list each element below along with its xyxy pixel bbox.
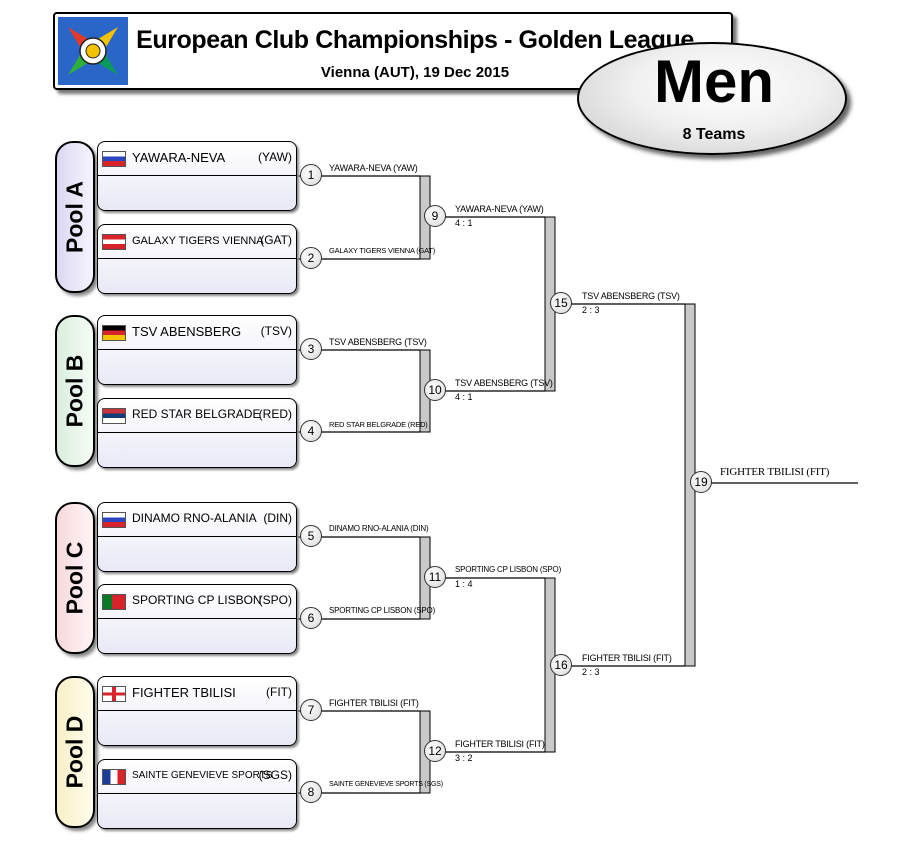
pool-a: Pool A <box>55 141 95 293</box>
flag-russia-icon <box>102 512 126 528</box>
team-code: (DIN) <box>263 511 292 525</box>
team-code: (SGS) <box>258 768 292 782</box>
match-winner: SPORTING CP LISBON (SPO) <box>455 565 562 574</box>
match-score: 4 : 1 <box>455 218 473 228</box>
match-winner: FIGHTER TBILISI (FIT) <box>582 653 672 663</box>
match-number: 19 <box>690 471 712 493</box>
category-badge: Men 8 Teams <box>577 42 847 155</box>
team-slot: SAINTE GENEVIEVE SPORTS (SGS) <box>97 759 297 829</box>
match-score: 3 : 2 <box>455 753 473 763</box>
match-label: DINAMO RNO-ALANIA (DIN) <box>329 524 429 533</box>
champion-label: FIGHTER TBILISI (FIT) <box>720 466 830 478</box>
match-label: SPORTING CP LISBON (SPO) <box>329 606 436 615</box>
team-slot: DINAMO RNO-ALANIA (DIN) <box>97 502 297 572</box>
match-number: 8 <box>300 781 322 803</box>
flag-georgia-icon <box>102 686 126 702</box>
divider <box>98 432 296 433</box>
match-number: 1 <box>300 164 322 186</box>
match-score: 2 : 3 <box>582 667 600 677</box>
match-label: RED STAR BELGRADE (RED) <box>329 420 428 429</box>
category-label: Men <box>654 48 774 115</box>
match-number: 12 <box>424 740 446 762</box>
match-score: 4 : 1 <box>455 392 473 402</box>
match-winner: YAWARA-NEVA (YAW) <box>455 204 544 214</box>
pool-label: Pool C <box>61 541 88 615</box>
team-name: YAWARA-NEVA <box>132 150 226 165</box>
team-slot: SPORTING CP LISBON (SPO) <box>97 584 297 654</box>
divider <box>98 618 296 619</box>
pool-d: Pool D <box>55 676 95 828</box>
flag-portugal-icon <box>102 594 126 610</box>
match-number: 9 <box>424 205 446 227</box>
team-code: (GAT) <box>260 233 292 247</box>
team-slot: YAWARA-NEVA (YAW) <box>97 141 297 211</box>
flag-austria-icon <box>102 234 126 250</box>
flag-france-icon <box>102 769 126 785</box>
match-number: 4 <box>300 420 322 442</box>
divider <box>98 793 296 794</box>
match-number: 6 <box>300 607 322 629</box>
team-name: SAINTE GENEVIEVE SPORTS <box>132 770 273 781</box>
team-name: DINAMO RNO-ALANIA <box>132 511 257 525</box>
match-label: TSV ABENSBERG (TSV) <box>329 337 427 347</box>
flag-russia-icon <box>102 151 126 167</box>
team-name: GALAXY TIGERS VIENNA <box>132 235 264 247</box>
match-number: 15 <box>550 292 572 314</box>
flag-germany-icon <box>102 325 126 341</box>
page-title: European Club Championships - Golden Lea… <box>136 26 694 54</box>
team-code: (YAW) <box>258 150 292 164</box>
team-slot: FIGHTER TBILISI (FIT) <box>97 676 297 746</box>
divider <box>98 536 296 537</box>
pool-b: Pool B <box>55 315 95 467</box>
match-label: GALAXY TIGERS VIENNA (GAT) <box>329 246 436 255</box>
team-slot: GALAXY TIGERS VIENNA (GAT) <box>97 224 297 294</box>
team-slot: TSV ABENSBERG (TSV) <box>97 315 297 385</box>
team-code: (TSV) <box>260 324 292 338</box>
flag-serbia-icon <box>102 408 126 424</box>
team-code: (RED) <box>258 407 292 421</box>
pool-label: Pool A <box>61 181 88 253</box>
match-label: SAINTE GENEVIEVE SPORTS (SGS) <box>329 781 443 788</box>
match-label: FIGHTER TBILISI (FIT) <box>329 698 419 708</box>
team-code: (SPO) <box>258 593 292 607</box>
match-winner: TSV ABENSBERG (TSV) <box>582 291 680 301</box>
team-code: (FIT) <box>266 685 292 699</box>
pool-label: Pool B <box>61 354 88 428</box>
match-label: YAWARA-NEVA (YAW) <box>329 163 418 173</box>
match-number: 7 <box>300 699 322 721</box>
match-number: 16 <box>550 654 572 676</box>
match-number: 5 <box>300 525 322 547</box>
divider <box>98 710 296 711</box>
match-score: 2 : 3 <box>582 305 600 315</box>
divider <box>98 175 296 176</box>
match-winner: TSV ABENSBERG (TSV) <box>455 378 553 388</box>
team-slot: RED STAR BELGRADE (RED) <box>97 398 297 468</box>
divider <box>98 349 296 350</box>
federation-logo <box>58 17 128 85</box>
teams-count: 8 Teams <box>682 126 746 143</box>
team-name: RED STAR BELGRADE <box>132 407 261 421</box>
pool-c: Pool C <box>55 502 95 654</box>
match-number: 10 <box>424 379 446 401</box>
event-subtitle: Vienna (AUT), 19 Dec 2015 <box>320 64 510 81</box>
match-number: 11 <box>424 566 446 588</box>
pool-label: Pool D <box>61 715 88 789</box>
match-number: 3 <box>300 338 322 360</box>
match-winner: FIGHTER TBILISI (FIT) <box>455 739 545 749</box>
team-name: SPORTING CP LISBON <box>132 593 262 607</box>
match-number: 2 <box>300 247 322 269</box>
match-score: 1 : 4 <box>455 579 473 589</box>
divider <box>98 258 296 259</box>
team-name: TSV ABENSBERG <box>132 324 242 339</box>
team-name: FIGHTER TBILISI <box>132 685 236 700</box>
